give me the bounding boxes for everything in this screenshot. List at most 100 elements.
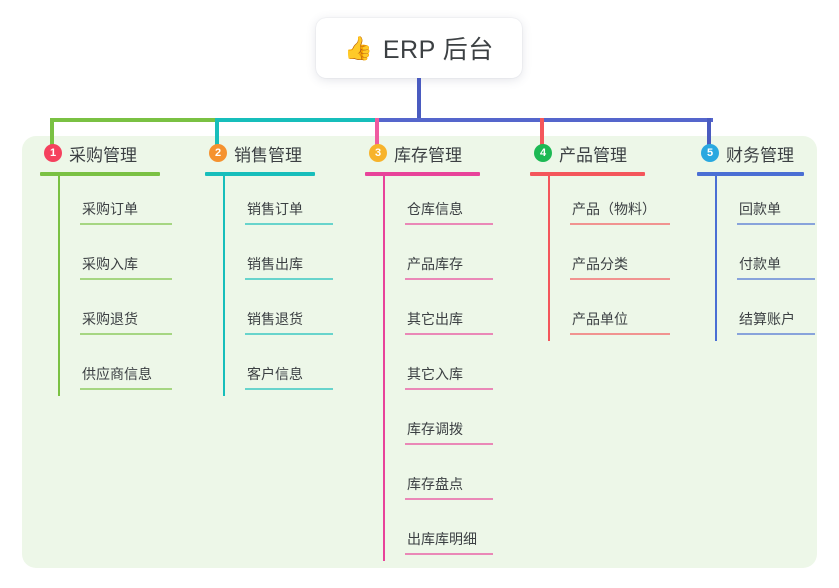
leaf-node-body: 销售订单: [245, 199, 333, 231]
leaf-node-label: 销售退货: [247, 311, 303, 327]
leaf-node[interactable]: 结算账户: [715, 286, 815, 341]
connector-segment-teal: [217, 118, 377, 122]
branch-spine-3: [383, 176, 385, 561]
leaf-node-underline: [245, 333, 333, 335]
leaf-node-label: 仓库信息: [407, 201, 463, 217]
leaf-node[interactable]: 供应商信息: [58, 341, 172, 396]
leaf-node[interactable]: 产品分类: [548, 231, 670, 286]
branch-header-3[interactable]: 3 库存管理: [365, 140, 493, 166]
leaf-node-label: 回款单: [739, 201, 781, 217]
leaf-node-underline: [80, 388, 172, 390]
branch-2-销售管理: 2 销售管理销售订单销售出库销售退货客户信息: [205, 140, 333, 396]
leaf-node-label: 产品分类: [572, 256, 628, 272]
leaf-node-underline: [80, 223, 172, 225]
branch-underline-4: [530, 172, 645, 176]
leaf-node-underline: [245, 278, 333, 280]
leaf-node-underline: [405, 443, 493, 445]
leaf-node[interactable]: 客户信息: [223, 341, 333, 396]
branch-spine-2: [223, 176, 225, 396]
leaf-node-body: 产品库存: [405, 254, 493, 286]
leaf-node-underline: [570, 333, 670, 335]
leaf-node-body: 采购订单: [80, 199, 172, 231]
leaf-node[interactable]: 销售出库: [223, 231, 333, 286]
leaf-node-label: 销售订单: [247, 201, 303, 217]
leaf-node-body: 产品分类: [570, 254, 670, 286]
leaf-node[interactable]: 采购入库: [58, 231, 172, 286]
branch-items-5: 回款单付款单结算账户: [715, 176, 815, 341]
root-node-erp-backend[interactable]: 👍 ERP 后台: [316, 18, 522, 78]
leaf-node-label: 产品库存: [407, 256, 463, 272]
leaf-node-label: 其它出库: [407, 311, 463, 327]
connector-segment-green: [52, 118, 217, 122]
leaf-node-body: 供应商信息: [80, 364, 172, 396]
leaf-node-underline: [737, 278, 815, 280]
leaf-node-underline: [245, 223, 333, 225]
branch-spine-5: [715, 176, 717, 341]
leaf-node[interactable]: 产品库存: [383, 231, 493, 286]
leaf-node-underline: [737, 333, 815, 335]
leaf-node-underline: [405, 498, 493, 500]
branch-badge-3: 3: [369, 144, 387, 162]
drop-line-branch-4: [540, 118, 544, 148]
leaf-node-body: 其它出库: [405, 309, 493, 341]
leaf-node[interactable]: 其它出库: [383, 286, 493, 341]
root-node-label: ERP 后台: [382, 36, 494, 64]
leaf-node-label: 库存盘点: [407, 476, 463, 492]
drop-line-branch-5: [707, 118, 711, 148]
leaf-node[interactable]: 出库库明细: [383, 506, 493, 561]
leaf-node[interactable]: 库存盘点: [383, 451, 493, 506]
branches-panel: [22, 136, 817, 568]
leaf-node-label: 其它入库: [407, 366, 463, 382]
leaf-node-label: 库存调拨: [407, 421, 463, 437]
leaf-node-body: 产品（物料）: [570, 199, 670, 231]
branch-header-2[interactable]: 2 销售管理: [205, 140, 333, 166]
leaf-node[interactable]: 采购订单: [58, 176, 172, 231]
leaf-node-label: 付款单: [739, 256, 781, 272]
leaf-node[interactable]: 仓库信息: [383, 176, 493, 231]
leaf-node-underline: [405, 278, 493, 280]
leaf-node-underline: [737, 223, 815, 225]
leaf-node[interactable]: 库存调拨: [383, 396, 493, 451]
leaf-node-label: 产品（物料）: [572, 201, 656, 217]
leaf-node-body: 结算账户: [737, 309, 815, 341]
leaf-node-underline: [405, 333, 493, 335]
branch-title-label: 采购管理: [69, 145, 137, 165]
branch-spine-4: [548, 176, 550, 341]
branch-title-label: 财务管理: [726, 145, 794, 165]
leaf-node[interactable]: 其它入库: [383, 341, 493, 396]
branch-items-1: 采购订单采购入库采购退货供应商信息: [58, 176, 172, 396]
leaf-node-body: 销售出库: [245, 254, 333, 286]
branch-badge-4: 4: [534, 144, 552, 162]
branch-underline-1: [40, 172, 160, 176]
leaf-node-body: 回款单: [737, 199, 815, 231]
branch-badge-2: 2: [209, 144, 227, 162]
leaf-node-body: 出库库明细: [405, 529, 493, 561]
leaf-node-body: 产品单位: [570, 309, 670, 341]
branch-items-4: 产品（物料） 产品分类产品单位: [548, 176, 670, 341]
branch-underline-5: [697, 172, 804, 176]
branch-title-label: 销售管理: [234, 145, 302, 165]
leaf-node-label: 采购退货: [82, 311, 138, 327]
leaf-node-body: 采购退货: [80, 309, 172, 341]
branch-underline-3: [365, 172, 480, 176]
leaf-node[interactable]: 产品（物料）: [548, 176, 670, 231]
leaf-node[interactable]: 销售退货: [223, 286, 333, 341]
root-stem-line: [417, 78, 421, 122]
leaf-node-underline: [405, 223, 493, 225]
branch-title-label: 库存管理: [394, 145, 462, 165]
leaf-node[interactable]: 采购退货: [58, 286, 172, 341]
leaf-node-underline: [80, 278, 172, 280]
leaf-node-body: 其它入库: [405, 364, 493, 396]
leaf-node[interactable]: 回款单: [715, 176, 815, 231]
leaf-node[interactable]: 付款单: [715, 231, 815, 286]
leaf-node[interactable]: 产品单位: [548, 286, 670, 341]
leaf-node-label: 客户信息: [247, 366, 303, 382]
leaf-node[interactable]: 销售订单: [223, 176, 333, 231]
leaf-node-body: 库存调拨: [405, 419, 493, 451]
